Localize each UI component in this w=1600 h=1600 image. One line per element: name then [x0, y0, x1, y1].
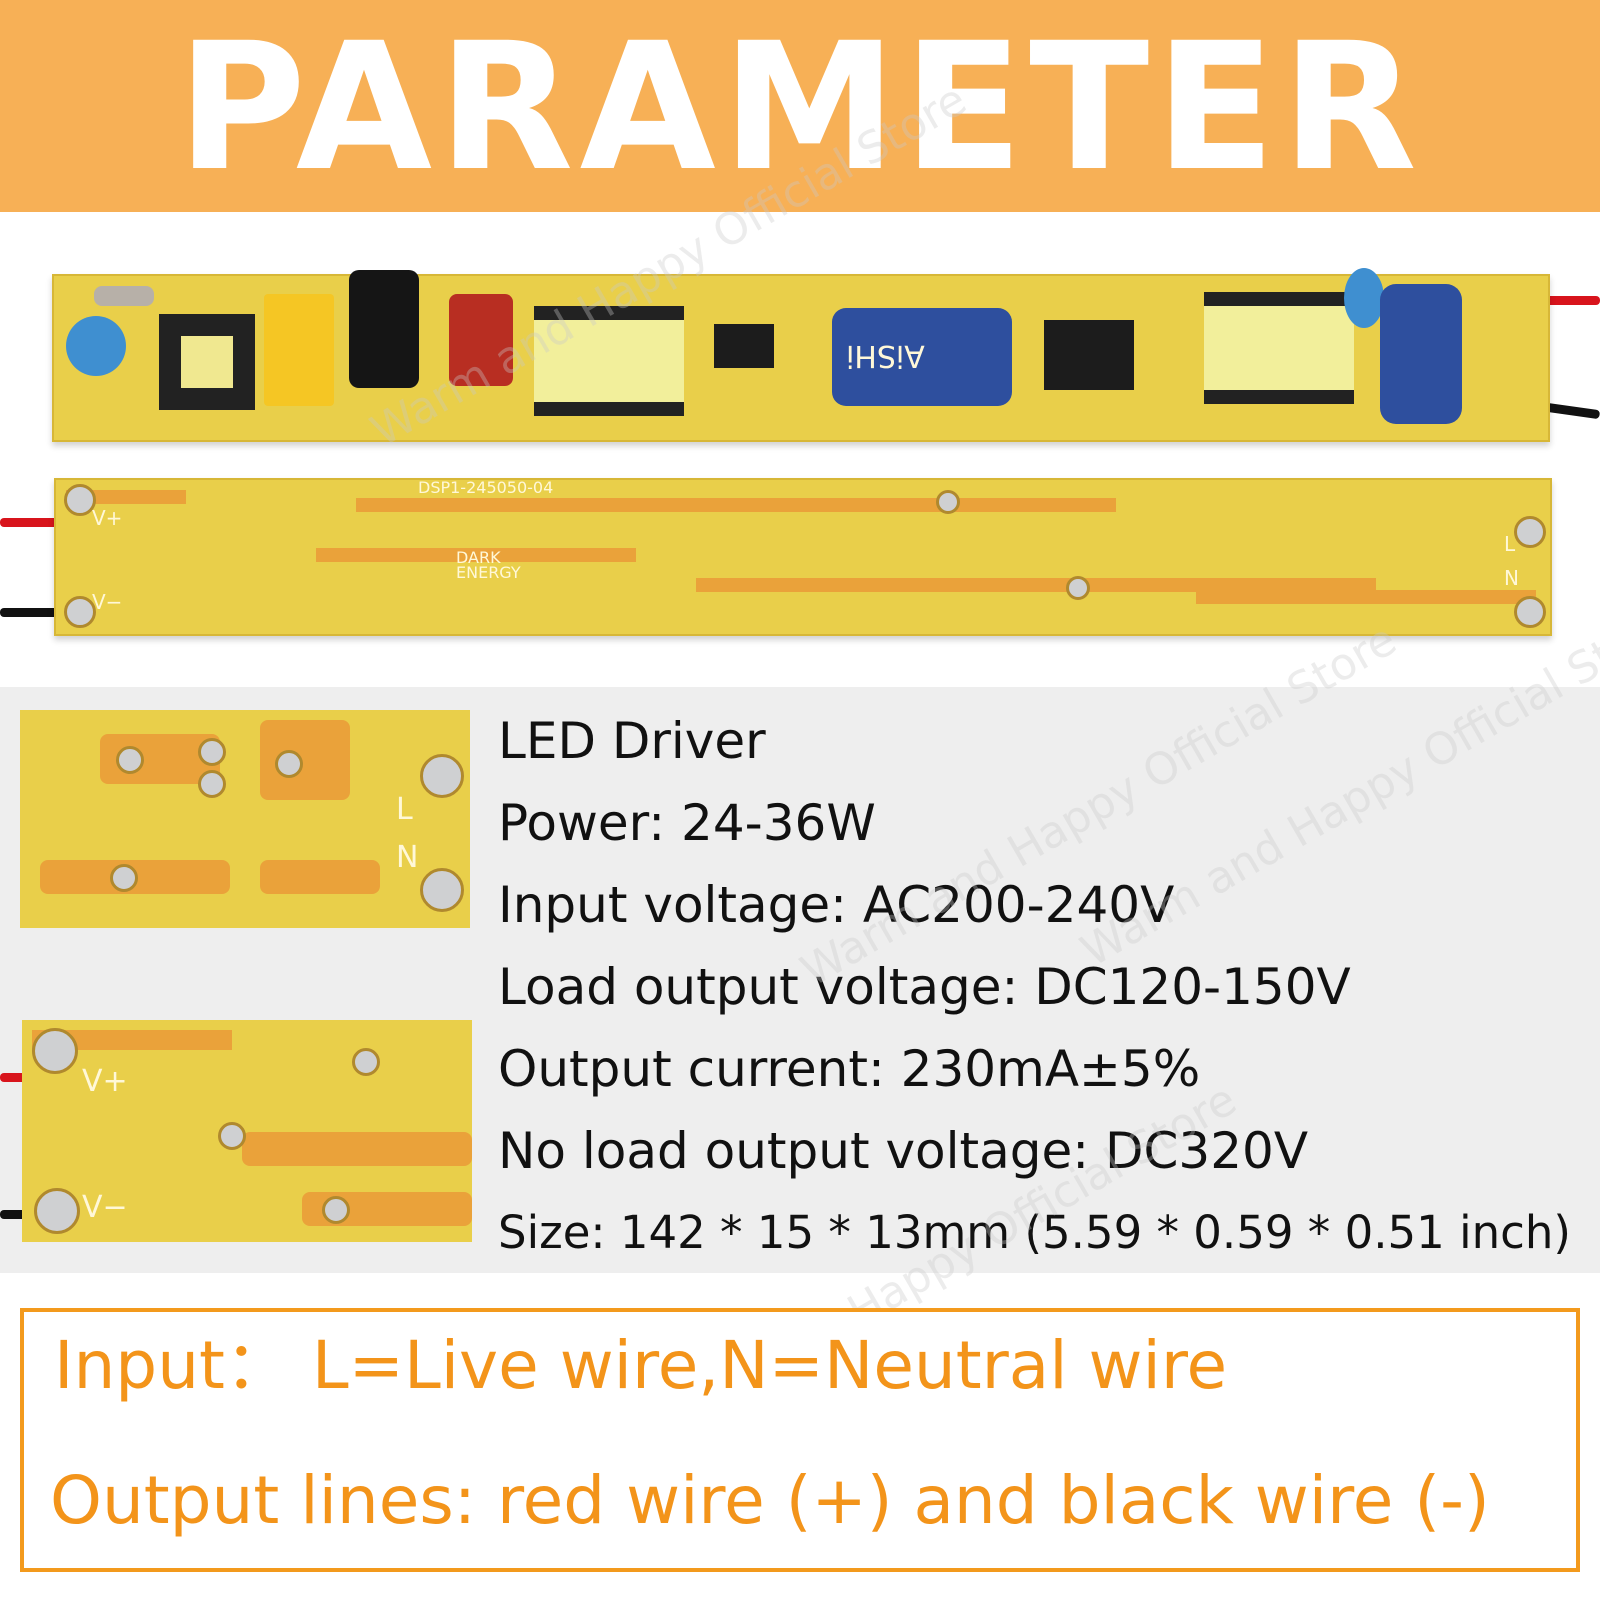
spec-title: LED Driver — [498, 712, 766, 770]
live-label: L — [1504, 532, 1516, 556]
note-output-wires: Output lines: red wire (+) and black wir… — [50, 1462, 1490, 1539]
title-banner: PARAMETER — [0, 0, 1600, 212]
closeup-black-wire — [0, 1210, 30, 1219]
film-capacitor — [449, 294, 513, 386]
spec-input-voltage: Input voltage: AC200-240V — [498, 876, 1175, 934]
closeup-neutral-label: N — [396, 840, 419, 875]
neutral-label: N — [1504, 566, 1519, 590]
spec-load-output-voltage: Load output voltage: DC120-150V — [498, 958, 1351, 1016]
black-wire-2 — [0, 608, 58, 617]
brand-label: DARK ENERGY — [456, 548, 521, 582]
capacitor-brand: AiSHi — [846, 338, 925, 373]
pcb-top-board: AiSHi — [52, 268, 1550, 442]
inductor-core — [159, 314, 255, 410]
spec-output-current: Output current: 230mA±5% — [498, 1040, 1201, 1098]
spec-power: Power: 24-36W — [498, 794, 876, 852]
transformer-1 — [534, 306, 684, 416]
transformer-2 — [1204, 292, 1354, 404]
pcb-bottom-board: V+ V− DSP1-245050-04 DARK ENERGY L N — [54, 478, 1552, 636]
closeup-red-wire — [0, 1073, 30, 1082]
x-capacitor — [264, 294, 334, 406]
fuse-resistor — [94, 286, 154, 306]
red-wire-2 — [0, 518, 58, 527]
model-label: DSP1-245050-04 — [418, 478, 554, 497]
mosfet — [1044, 320, 1134, 390]
note-input-wires: Input： L=Live wire,N=Neutral wire — [54, 1327, 1228, 1404]
spec-no-load-voltage: No load output voltage: DC320V — [498, 1122, 1309, 1180]
electrolytic-capacitor: AiSHi — [832, 308, 1012, 406]
varistor — [66, 316, 126, 376]
red-wire — [1510, 296, 1600, 305]
choke — [349, 270, 419, 388]
closeup-input-end: L N — [20, 710, 470, 928]
closeup-v-plus-label: V+ — [82, 1064, 128, 1099]
notes-box — [20, 1308, 1580, 1572]
output-capacitor — [1380, 284, 1462, 424]
ic-chip — [714, 324, 774, 368]
closeup-v-minus-label: V− — [82, 1190, 128, 1225]
v-plus-label: V+ — [92, 506, 123, 530]
closeup-live-label: L — [396, 792, 413, 827]
banner-title: PARAMETER — [177, 5, 1423, 210]
closeup-output-end: V+ V− — [22, 1020, 472, 1242]
v-minus-label: V− — [92, 590, 123, 614]
spec-size: Size: 142 * 15 * 13mm (5.59 * 0.59 * 0.5… — [498, 1206, 1571, 1259]
spec-list: LED Driver Power: 24-36W Input voltage: … — [498, 700, 1571, 1274]
varistor-2 — [1344, 268, 1384, 328]
